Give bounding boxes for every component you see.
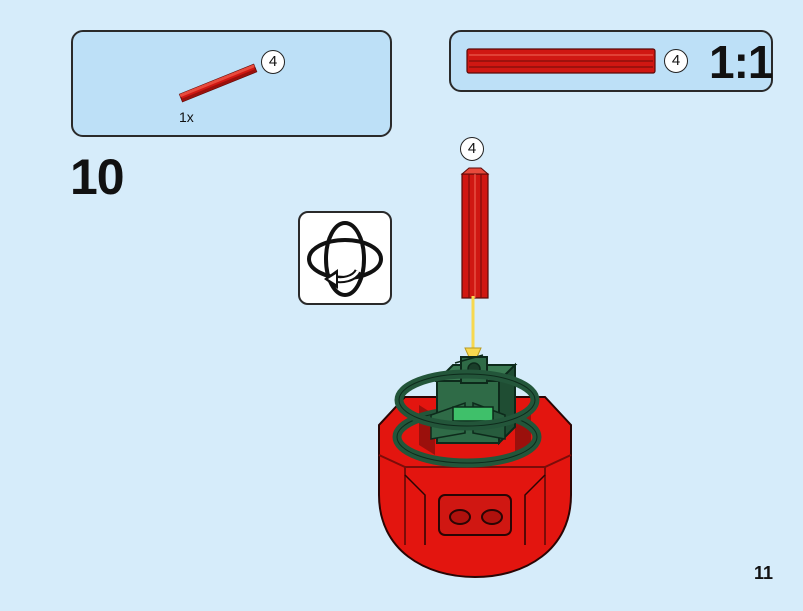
- step-number: 10: [70, 149, 125, 205]
- parts-list-panel: 4 1x: [71, 30, 392, 137]
- scale-length-label: 4: [671, 52, 681, 69]
- axle-part-icon: [178, 63, 258, 103]
- part-quantity: 1x: [179, 109, 194, 125]
- length-label-circle: 4: [664, 49, 688, 73]
- scale-text: 1:1: [709, 36, 773, 88]
- scale-reference-panel: 4 1:1: [449, 30, 773, 92]
- vertical-axle: [460, 167, 490, 299]
- model-assembly: [378, 354, 572, 579]
- rotate-model-icon: [307, 221, 383, 297]
- length-label-circle: 4: [460, 137, 484, 161]
- page-number: 11: [754, 563, 774, 583]
- callout-length-label: 4: [467, 140, 477, 157]
- part-length-label: 4: [268, 53, 278, 70]
- axle-scale-icon: [466, 48, 656, 74]
- length-label-circle: 4: [261, 50, 285, 74]
- rotate-icon-box: [298, 211, 392, 305]
